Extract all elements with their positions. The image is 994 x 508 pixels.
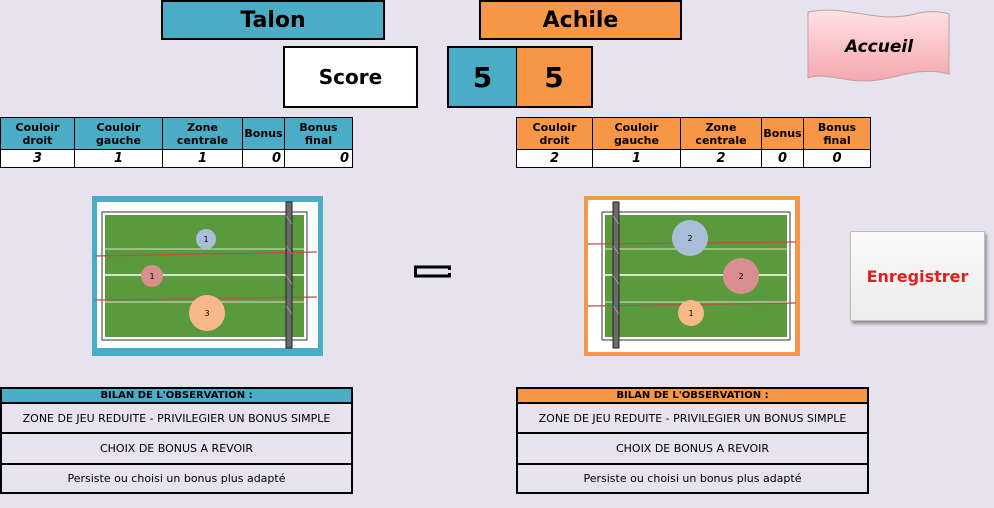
value-couloir-droit: 2 (516, 149, 593, 168)
header-couloir-droit: Couloir droit (0, 117, 75, 150)
score-right: 5 (516, 46, 593, 108)
header-bonus-final: Bonus final (284, 117, 353, 150)
zone-marker-label: 3 (204, 309, 209, 318)
player-left-name: Talon (161, 0, 385, 40)
zone-marker (189, 295, 225, 331)
right-court-diagram: 2 2 1 (584, 196, 800, 356)
score-label: Score (283, 46, 418, 108)
left-court-diagram: 1 1 3 (92, 196, 323, 356)
header-zone-centrale: Zone centrale (162, 117, 243, 150)
bilan-title: BILAN DE L'OBSERVATION : (0, 387, 353, 404)
zone-marker-label: 1 (688, 309, 693, 318)
zone-marker (723, 258, 759, 294)
value-bonus: 0 (761, 149, 804, 168)
right-stats-table: Couloir droit Couloir gauche Zone centra… (516, 117, 871, 168)
value-couloir-gauche: 1 (74, 149, 163, 168)
bilan-line: ZONE DE JEU REDUITE - PRIVILEGIER UN BON… (516, 402, 869, 434)
zone-marker-label: 1 (149, 272, 154, 281)
bilan-line: Persiste ou choisi un bonus plus adapté (0, 463, 353, 494)
zone-marker-label: 1 (203, 235, 208, 244)
accueil-label: Accueil (844, 37, 914, 57)
zone-marker (196, 229, 216, 249)
zone-marker (678, 300, 704, 326)
left-bilan-table: BILAN DE L'OBSERVATION : ZONE DE JEU RED… (0, 387, 353, 494)
zone-marker-label: 2 (738, 272, 743, 281)
bilan-line: CHOIX DE BONUS A REVOIR (0, 432, 353, 465)
zone-marker-label: 2 (687, 234, 692, 243)
value-bonus-final: 0 (803, 149, 871, 168)
value-zone-centrale: 1 (162, 149, 243, 168)
value-zone-centrale: 2 (680, 149, 762, 168)
link-icon (414, 265, 452, 278)
value-couloir-droit: 3 (0, 149, 75, 168)
zone-marker (672, 220, 708, 256)
value-bonus-final: 0 (284, 149, 353, 168)
right-bilan-table: BILAN DE L'OBSERVATION : ZONE DE JEU RED… (516, 387, 869, 494)
zone-marker (141, 265, 163, 287)
accueil-button[interactable]: Accueil (805, 8, 953, 90)
header-bonus-final: Bonus final (803, 117, 871, 150)
enregistrer-button[interactable]: Enregistrer (850, 231, 985, 321)
banner-shape-icon (807, 9, 950, 82)
net-post (285, 201, 293, 349)
value-couloir-gauche: 1 (592, 149, 681, 168)
header-bonus: Bonus (242, 117, 285, 150)
header-zone-centrale: Zone centrale (680, 117, 762, 150)
header-couloir-gauche: Couloir gauche (592, 117, 681, 150)
header-couloir-droit: Couloir droit (516, 117, 593, 150)
player-right-name: Achile (479, 0, 682, 40)
value-bonus: 0 (242, 149, 285, 168)
left-stats-table: Couloir droit Couloir gauche Zone centra… (0, 117, 353, 168)
score-left: 5 (447, 46, 517, 108)
bilan-line: ZONE DE JEU REDUITE - PRIVILEGIER UN BON… (0, 402, 353, 434)
header-couloir-gauche: Couloir gauche (74, 117, 163, 150)
bilan-line: CHOIX DE BONUS A REVOIR (516, 432, 869, 465)
header-bonus: Bonus (761, 117, 804, 150)
bilan-title: BILAN DE L'OBSERVATION : (516, 387, 869, 404)
bilan-line: Persiste ou choisi un bonus plus adapté (516, 463, 869, 494)
net-post (612, 201, 620, 349)
